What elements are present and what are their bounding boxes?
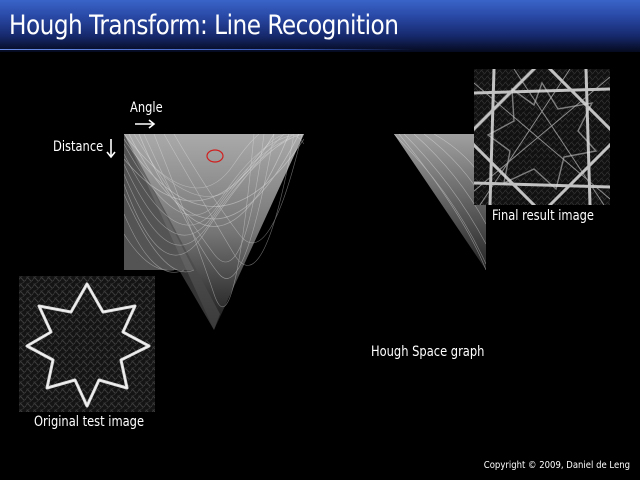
right-arrow-icon xyxy=(134,114,158,134)
title-underline xyxy=(0,49,415,50)
peak-highlight-circle xyxy=(206,149,224,163)
angle-label: Angle xyxy=(130,100,163,116)
hough-space-graph xyxy=(124,134,304,330)
down-arrow-icon xyxy=(104,138,118,163)
final-result-label: Final result image xyxy=(492,208,595,224)
distance-label: Distance xyxy=(53,139,104,155)
hough-space-label: Hough Space graph xyxy=(371,344,485,360)
copyright-text: Copyright © 2009, Daniel de Leng xyxy=(483,460,630,471)
final-result-image xyxy=(474,69,610,205)
slide-title: Hough Transform: Line Recognition xyxy=(9,10,399,41)
title-bar: Hough Transform: Line Recognition xyxy=(0,0,640,52)
original-image-label: Original test image xyxy=(34,414,145,430)
original-test-image xyxy=(19,276,155,412)
hough-space-graph-right xyxy=(394,134,486,270)
